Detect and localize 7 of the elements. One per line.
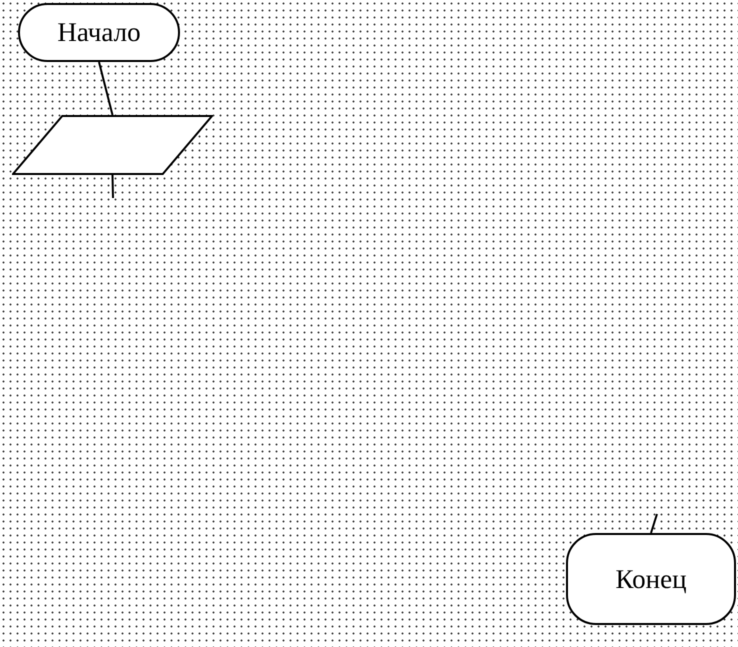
terminal-box bbox=[18, 3, 180, 62]
terminal-box bbox=[566, 533, 736, 625]
connector-line bbox=[650, 514, 658, 534]
connector-line bbox=[98, 62, 114, 116]
connector-line bbox=[112, 174, 114, 198]
terminal-label: Начало bbox=[57, 19, 141, 46]
terminal-label: Конец bbox=[615, 566, 687, 592]
